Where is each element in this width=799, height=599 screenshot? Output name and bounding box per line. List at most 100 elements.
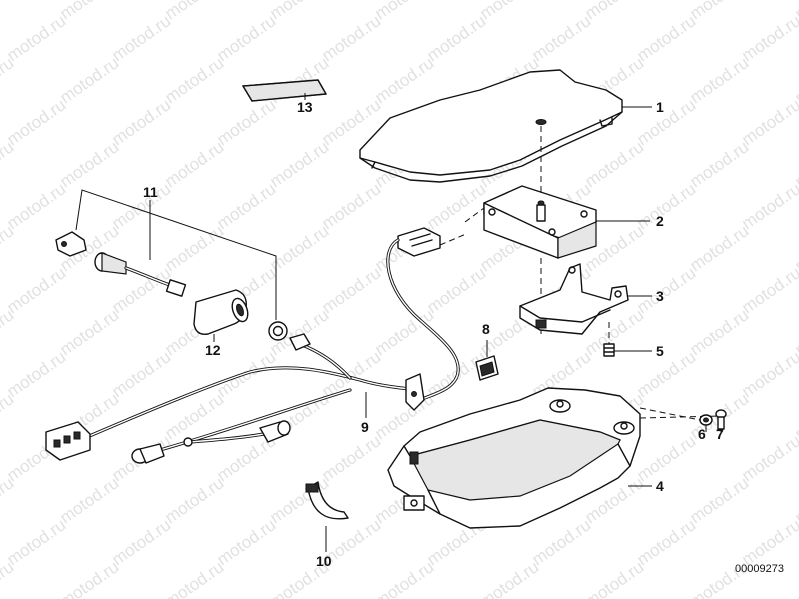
watermark-text: motod.ru	[56, 557, 122, 599]
watermark-text: motod.ru	[738, 263, 799, 317]
watermark-text: motod.ru	[476, 0, 542, 23]
watermark-text: motod.ru	[633, 515, 699, 569]
callout-13: 13	[297, 99, 313, 115]
watermark-text: motod.ru	[686, 53, 752, 107]
watermark-text: motod.ru	[108, 515, 174, 569]
part-10-cable-tie	[305, 481, 349, 552]
watermark-text: motod.ru	[633, 11, 699, 65]
part-13-pad	[241, 79, 327, 102]
callout-10: 10	[316, 553, 332, 569]
watermark-text: motod.ru	[161, 137, 227, 191]
watermark-text: motod.ru	[3, 263, 69, 317]
watermark-text: motod.ru	[161, 557, 227, 599]
part-11-lead-set	[55, 189, 288, 341]
watermark-text: motod.ru	[371, 305, 437, 359]
watermark-text: motod.ru	[108, 347, 174, 401]
watermark-text: motod.ru	[633, 263, 699, 317]
watermark-text: motod.ru	[791, 557, 799, 599]
callout-7: 7	[716, 426, 724, 442]
part-12-sleeve	[193, 289, 249, 342]
watermark-text: motod.ru	[581, 557, 647, 599]
part-3-bracket	[519, 263, 652, 335]
part-5-screw	[603, 322, 652, 357]
watermark-text: motod.ru	[371, 0, 437, 23]
watermark-text: motod.ru	[738, 95, 799, 149]
callout-8: 8	[482, 321, 490, 337]
watermark-text: motod.ru	[3, 179, 69, 233]
watermark-text: motod.ru	[581, 137, 647, 191]
callout-5: 5	[656, 343, 664, 359]
watermark-text: motod.ru	[3, 347, 69, 401]
part-7-screw	[715, 409, 727, 432]
part-8-grommet	[475, 340, 499, 381]
watermark-text: motod.ru	[266, 0, 332, 23]
watermark-text: motod.ru	[161, 389, 227, 443]
watermark-text: motod.ru	[318, 263, 384, 317]
watermark-text: motod.ru	[3, 515, 69, 569]
callout-4: 4	[656, 478, 664, 494]
watermark-text: motod.ru	[266, 137, 332, 191]
part-2-connector-plug	[386, 227, 460, 402]
watermark-text: motod.ru	[528, 11, 594, 65]
part-6-washer	[699, 414, 713, 432]
watermark-text: motod.ru	[686, 473, 752, 527]
watermark-text: motod.ru	[108, 95, 174, 149]
callout-11: 11	[143, 184, 158, 200]
watermark-text: motod.ru	[0, 0, 17, 23]
watermark-text: motod.ru	[738, 515, 799, 569]
watermark-text: motod.ru	[738, 431, 799, 485]
callout-1: 1	[656, 99, 664, 115]
watermark-text: motod.ru	[161, 221, 227, 275]
watermark-text: motod.ru	[108, 11, 174, 65]
callout-9: 9	[361, 419, 369, 435]
watermark-text: motod.ru	[213, 11, 279, 65]
watermark-text: motod.ru	[213, 179, 279, 233]
callout-2: 2	[656, 213, 664, 229]
part-1-cover-lid	[359, 69, 652, 200]
watermark-text: motod.ru	[108, 179, 174, 233]
watermark-text: motod.ru	[686, 221, 752, 275]
watermark-text: motod.ru	[791, 0, 799, 23]
diagram-reference-number: 00009273	[735, 563, 784, 575]
watermark-text: motod.ru	[56, 473, 122, 527]
watermark-text: motod.ru	[686, 137, 752, 191]
watermark-text: motod.ru	[3, 11, 69, 65]
callout-6: 6	[698, 426, 706, 442]
watermark-text: motod.ru	[633, 95, 699, 149]
watermark-text: motod.ru	[213, 95, 279, 149]
watermark-text: motod.ru	[3, 95, 69, 149]
watermark-text: motod.ru	[686, 305, 752, 359]
watermark-text: motod.ru	[213, 515, 279, 569]
watermark-text: motod.ru	[581, 0, 647, 23]
watermark-text: motod.ru	[686, 0, 752, 23]
watermark-text: motod.ru	[423, 11, 489, 65]
watermark-text: motod.ru	[528, 515, 594, 569]
watermark-text: motod.ru	[371, 557, 437, 599]
watermark-text: motod.ru	[161, 53, 227, 107]
watermark-text: motod.ru	[318, 431, 384, 485]
watermark-text: motod.ru	[56, 0, 122, 23]
watermark-text: motod.ru	[56, 305, 122, 359]
watermark-text: motod.ru	[56, 137, 122, 191]
watermark-text: motod.ru	[423, 179, 489, 233]
watermark-text: motod.ru	[318, 11, 384, 65]
watermark-text: motod.ru	[633, 179, 699, 233]
watermark-text: motod.ru	[161, 0, 227, 23]
watermark-text: motod.ru	[738, 347, 799, 401]
watermark-text: motod.ru	[56, 53, 122, 107]
callout-labels: 1 2 3 4 5 6 7 8 9 10 11 12 13	[143, 99, 724, 569]
watermark-text: motod.ru	[738, 11, 799, 65]
watermark-text: motod.ru	[161, 473, 227, 527]
watermark-text: motod.ru	[476, 557, 542, 599]
watermark-text: motod.ru	[318, 347, 384, 401]
watermark-text: motod.ru	[738, 179, 799, 233]
part-9-wiring-harness	[45, 333, 425, 464]
watermark-text: motod.ru	[633, 431, 699, 485]
callout-12: 12	[205, 342, 221, 358]
watermark-text: motod.ru	[318, 179, 384, 233]
callout-3: 3	[656, 288, 664, 304]
part-4-tray	[387, 387, 721, 529]
watermark-text: motod.ru	[423, 263, 489, 317]
watermark-text: motod.ru	[371, 53, 437, 107]
